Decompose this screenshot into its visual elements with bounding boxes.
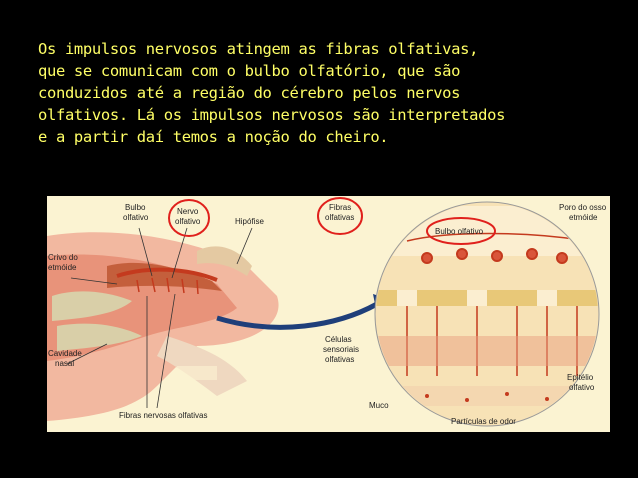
olfactory-diagram: Bulbo olfativo Nervo olfativo Hipófise C… bbox=[47, 196, 610, 432]
label-fibras-line1: Fibras bbox=[329, 203, 351, 212]
magnified-inset bbox=[374, 201, 600, 427]
caption-line-4: olfativos. Lá os impulsos nervosos são i… bbox=[38, 106, 506, 124]
caption-line-1: Os impulsos nervosos atingem as fibras o… bbox=[38, 40, 479, 58]
label-particulas: Partículas de odor bbox=[451, 417, 516, 426]
highlight-circle-nervo bbox=[168, 199, 210, 237]
label-muco: Muco bbox=[369, 401, 389, 410]
olfactory-diagram-svg: Bulbo olfativo Nervo olfativo Hipófise C… bbox=[47, 197, 607, 427]
label-hipofise: Hipófise bbox=[235, 217, 264, 226]
caption-line-3: conduzidos até a região do cérebro pelos… bbox=[38, 84, 461, 102]
label-celulas-line2: sensoriais bbox=[323, 345, 359, 354]
label-crivo-line1: Crivo do bbox=[48, 253, 78, 262]
leader-lines bbox=[66, 227, 253, 409]
label-epitelio-line2: olfativo bbox=[569, 383, 595, 392]
zoom-arrow bbox=[216, 301, 379, 330]
label-nervo-line1: Nervo bbox=[177, 207, 199, 216]
caption-line-5: e a partir daí temos a noção do cheiro. bbox=[38, 128, 389, 146]
label-fibras-nervosas: Fibras nervosas olfativas bbox=[119, 411, 207, 420]
highlight-circle-fibras bbox=[317, 197, 363, 235]
label-fibras-line2: olfativas bbox=[325, 213, 354, 222]
label-cavidade-line2: nasal bbox=[55, 359, 74, 368]
label-celulas-line1: Células bbox=[325, 335, 352, 344]
label-nervo-line2: olfativo bbox=[175, 217, 201, 226]
label-crivo-line2: etmóide bbox=[48, 263, 77, 272]
caption-line-2: que se comunicam com o bulbo olfatório, … bbox=[38, 62, 461, 80]
label-bulbo-line1: Bulbo bbox=[125, 203, 146, 212]
label-poro-line1: Poro do osso bbox=[559, 203, 607, 212]
label-bulbo-line2: olfativo bbox=[123, 213, 149, 222]
label-bulbo-inset: Bulbo olfativo bbox=[435, 227, 484, 236]
label-epitelio-line1: Epitélio bbox=[567, 373, 594, 382]
highlight-circle-bulbo-inset bbox=[426, 217, 496, 245]
label-poro-line2: etmóide bbox=[569, 213, 598, 222]
bulbo-region bbox=[116, 267, 218, 295]
label-celulas-line3: olfativas bbox=[325, 355, 354, 364]
label-cavidade-line1: Cavidade bbox=[48, 349, 82, 358]
caption-text: Os impulsos nervosos atingem as fibras o… bbox=[38, 38, 608, 148]
